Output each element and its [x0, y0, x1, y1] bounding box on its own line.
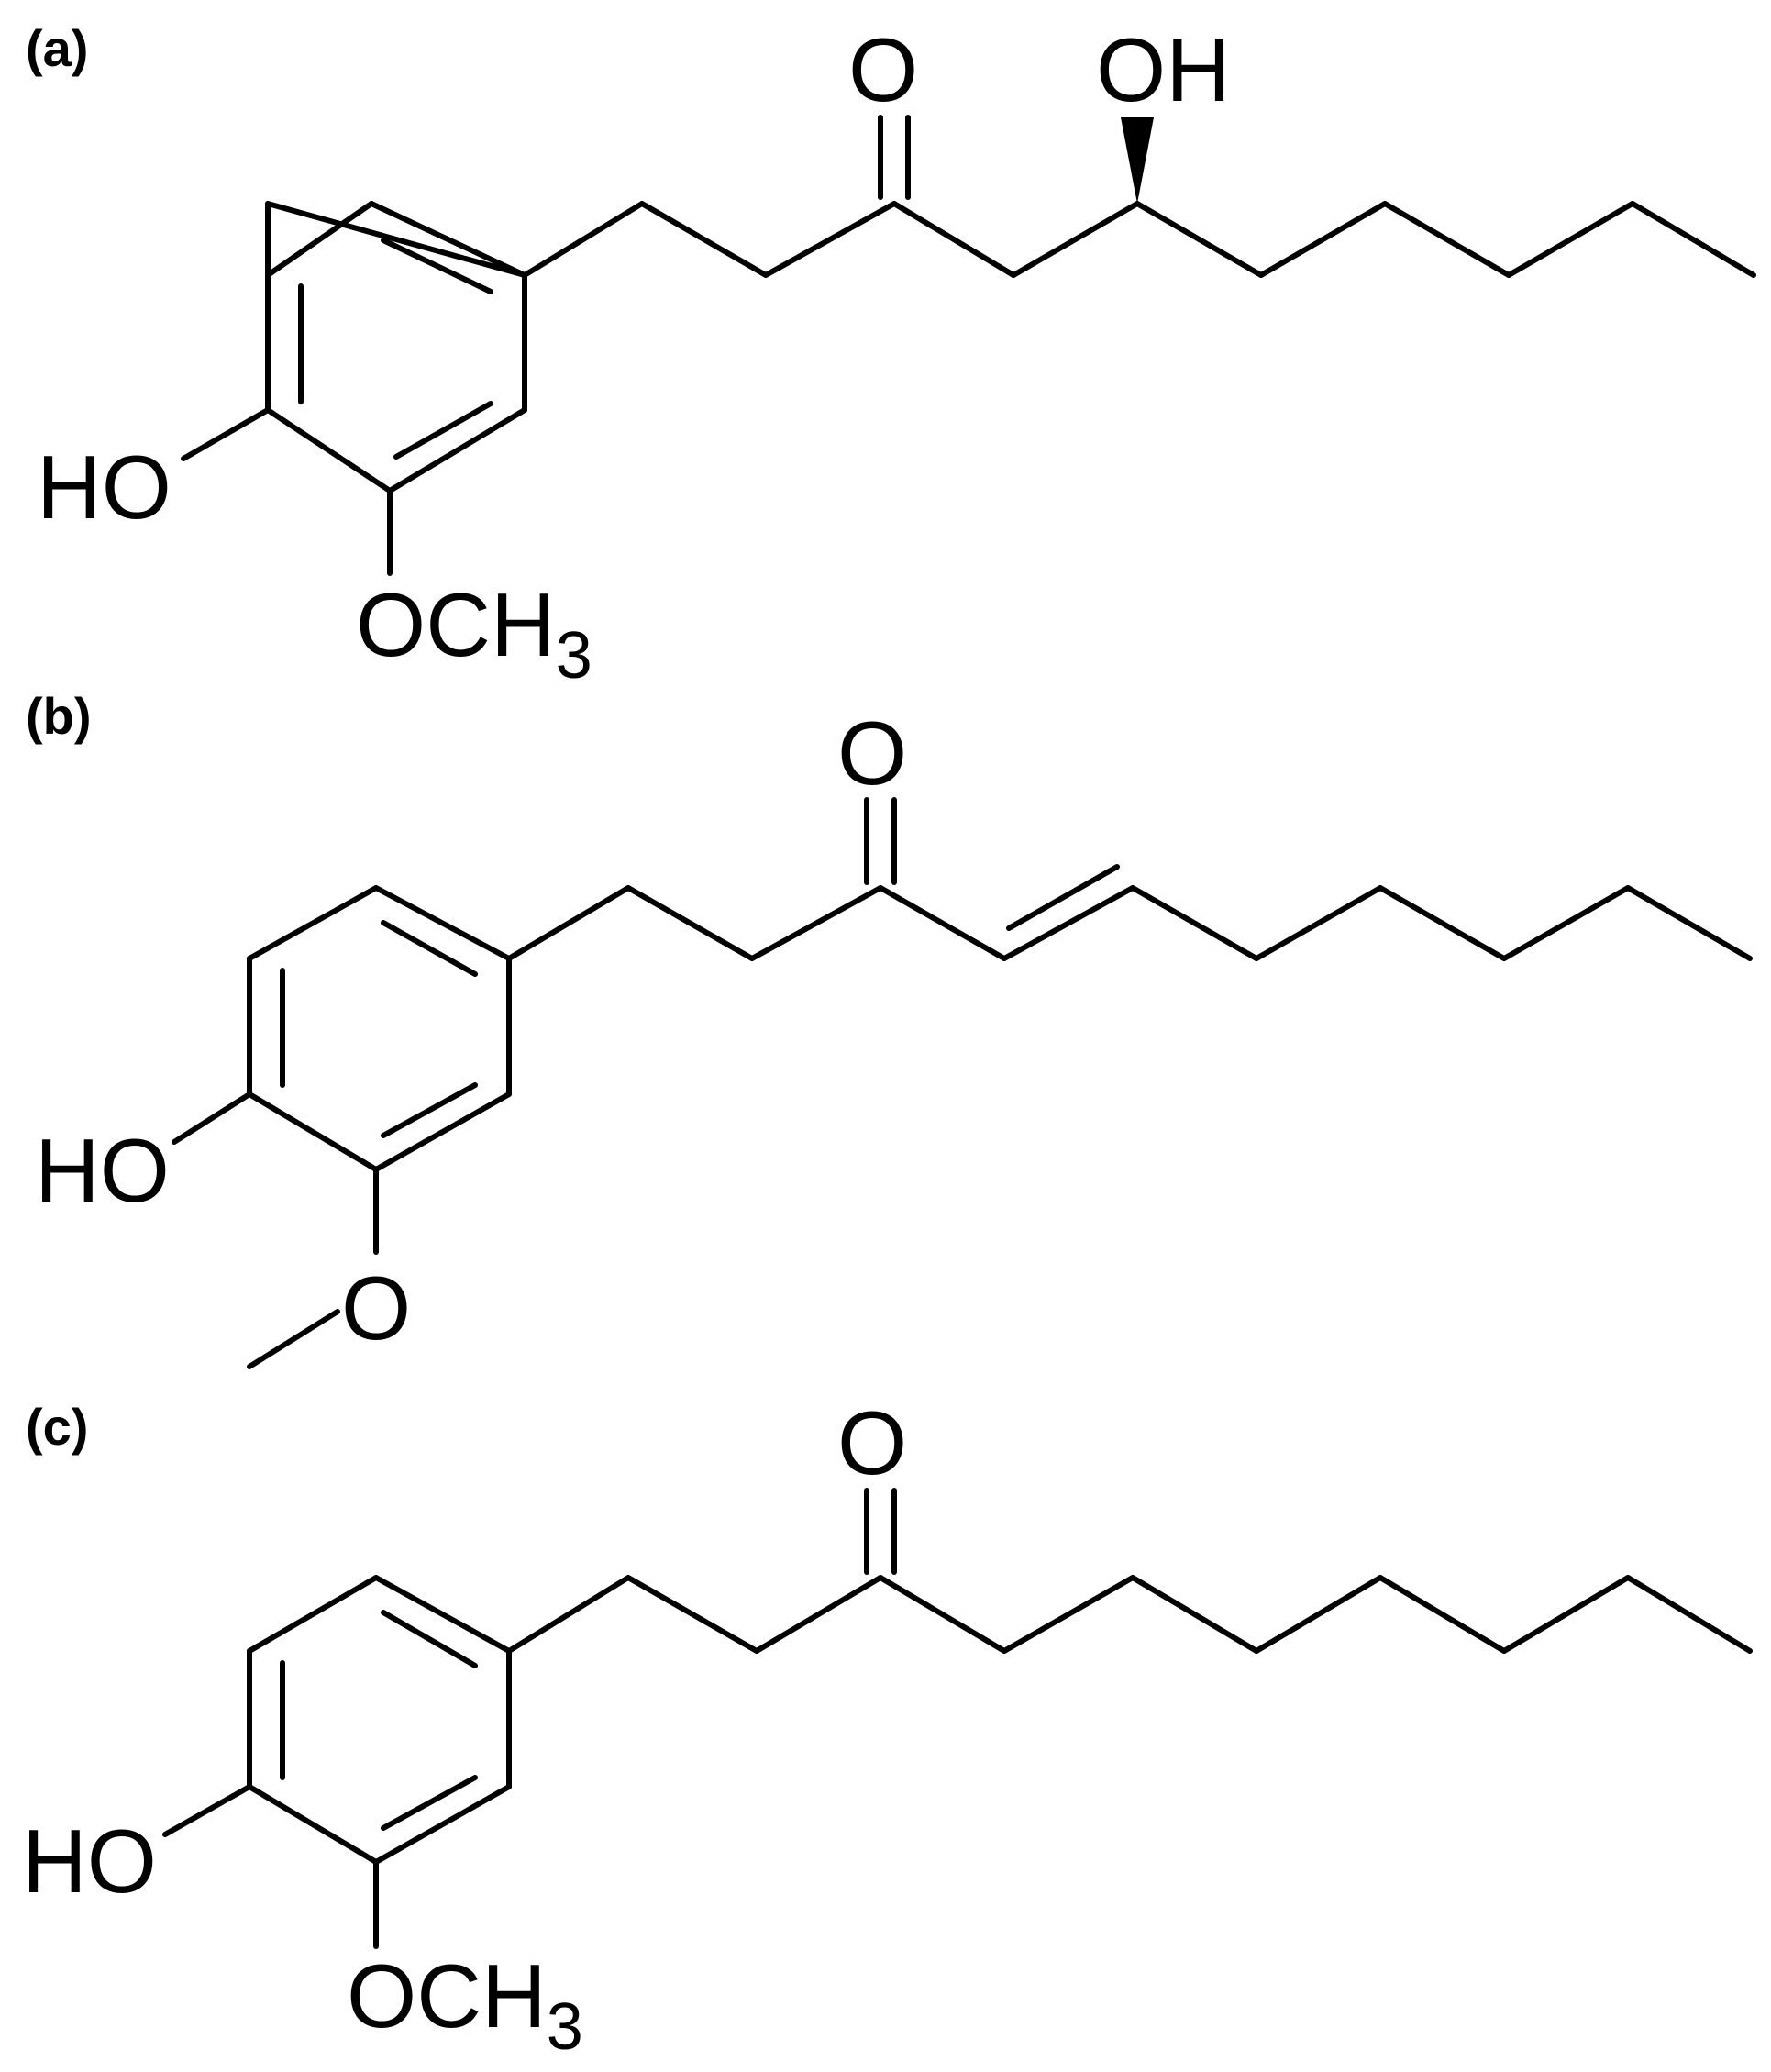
- panel-b-aromatic-ring: [247, 885, 512, 1172]
- panel-a-aromatic-ring: [265, 201, 527, 493]
- panel-a-phenol-hydroxyl: HO: [37, 437, 172, 537]
- panel-c-methoxy: OCH3: [347, 1945, 583, 2064]
- panel-c-label: (c): [26, 1398, 88, 1456]
- panel-b-side-chain: [172, 797, 1753, 1369]
- panel-a-side-chain: [181, 115, 1756, 576]
- panel-a-stereo-wedge: [1121, 117, 1154, 204]
- panel-c: (c): [22, 1392, 1753, 2064]
- panel-b-phenol-hydroxyl: HO: [35, 1120, 170, 1221]
- panel-a-carbonyl-oxygen: O: [848, 19, 918, 120]
- panel-b: (b): [26, 687, 1753, 1369]
- panel-a: (a): [26, 19, 1756, 693]
- panel-c-phenol-hydroxyl: HO: [22, 1811, 157, 1911]
- panel-b-carbonyl-oxygen: O: [837, 703, 907, 803]
- panel-a-methoxy: OCH3: [356, 574, 592, 693]
- panel-c-side-chain: [162, 1488, 1753, 1949]
- panel-a-label: (a): [26, 19, 88, 77]
- panel-b-methoxy-oxygen: O: [341, 1258, 411, 1358]
- panel-b-label: (b): [26, 687, 92, 745]
- panel-a-hydroxyl: OH: [1096, 19, 1231, 120]
- panel-c-carbonyl-oxygen: O: [837, 1392, 907, 1493]
- panel-c-aromatic-ring: [247, 1575, 512, 1865]
